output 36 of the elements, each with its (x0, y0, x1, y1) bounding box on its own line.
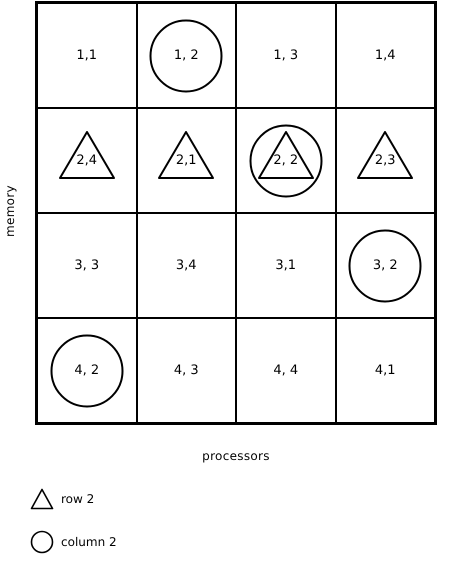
grid-cell (336, 108, 435, 213)
grid-cell (236, 3, 336, 108)
legend-label: column 2 (61, 534, 117, 551)
cell-label: 4,1 (374, 362, 396, 380)
cell-label: 3,4 (176, 256, 197, 275)
grid-cell (136, 318, 236, 423)
grid-cell (236, 318, 336, 423)
grid-cell (136, 3, 236, 108)
cell-label: 2, 2 (273, 152, 298, 170)
cell-label: 4, 4 (273, 362, 298, 380)
grid-cell (37, 108, 136, 213)
grid-cell (236, 108, 336, 213)
cell-label: 3,1 (275, 256, 296, 275)
axis-label: memory (2, 185, 18, 237)
cell-label: 2,1 (176, 152, 197, 170)
grid-cell (37, 213, 136, 318)
grid-cell (336, 318, 435, 423)
grid-cell (336, 3, 435, 108)
legend-label: row 2 (61, 491, 94, 508)
cell-label: 3, 2 (372, 256, 398, 275)
cell-label: 3, 3 (74, 256, 100, 275)
cell-label: 1, 2 (174, 46, 199, 65)
cell-label: 1,4 (374, 46, 396, 65)
cell-label: 2,4 (76, 152, 98, 170)
cell-label: 4, 2 (74, 362, 100, 380)
grid-cell (136, 108, 236, 213)
cell-label: 1, 3 (273, 46, 298, 65)
grid-cell (37, 3, 136, 108)
cell-label: 1,1 (76, 46, 98, 65)
grid-cell (37, 318, 136, 423)
grid-cell (236, 213, 336, 318)
cell-label: 4, 3 (174, 362, 199, 380)
grid-cell (336, 213, 435, 318)
axis-label: processors (202, 448, 270, 465)
cell-label: 2,3 (374, 152, 396, 170)
grid-cell (136, 213, 236, 318)
